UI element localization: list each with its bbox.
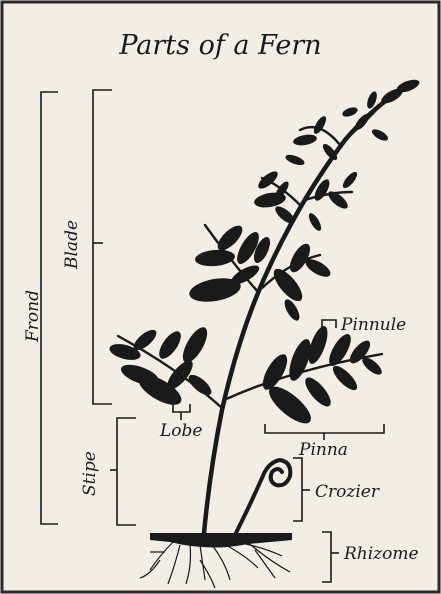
rachis xyxy=(204,84,410,533)
rhizome-label: Rhizome xyxy=(344,544,419,564)
pinnule-label: Pinnule xyxy=(341,315,406,335)
blade-label: Blade xyxy=(62,220,82,269)
rhizome-bracket xyxy=(322,532,331,582)
pinna-bracket xyxy=(265,424,384,433)
crozier-label: Crozier xyxy=(315,482,379,502)
crozier xyxy=(236,460,290,533)
lobe-bracket xyxy=(173,404,190,412)
crozier-bracket xyxy=(293,458,302,521)
blade-bracket xyxy=(93,90,112,404)
page-title: Parts of a Fern xyxy=(0,30,441,61)
rhizome xyxy=(150,533,292,548)
lobe-label: Lobe xyxy=(160,421,202,441)
stipe-bracket xyxy=(117,418,136,525)
stipe-label: Stipe xyxy=(80,451,100,496)
pinnules xyxy=(108,77,421,429)
pinna-label: Pinna xyxy=(299,440,348,460)
frond-label: Frond xyxy=(23,290,43,342)
frond-bracket xyxy=(41,92,58,524)
